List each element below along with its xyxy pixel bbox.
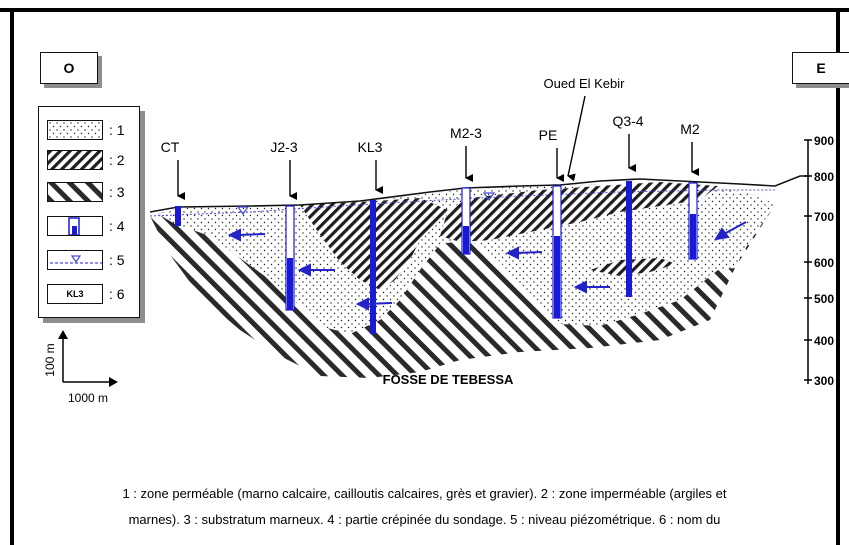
legend-number: : 2 bbox=[109, 152, 125, 168]
east-label: E bbox=[816, 60, 826, 76]
borehole-swatch-icon bbox=[47, 216, 103, 236]
borehole-label: KL3 bbox=[358, 139, 383, 155]
borehole-label: CT bbox=[161, 139, 180, 155]
flow-arrows bbox=[227, 221, 747, 311]
flow-arrow-icon bbox=[227, 228, 266, 242]
legend-item-piezometric: : 5 bbox=[47, 249, 125, 271]
borehole-m2 bbox=[688, 182, 698, 260]
legend-number: : 3 bbox=[109, 184, 125, 200]
borehole-label: J2-3 bbox=[270, 139, 297, 155]
name-box-swatch: KL3 bbox=[47, 284, 103, 304]
borehole-kl3 bbox=[370, 200, 376, 334]
flow-arrow-icon bbox=[714, 221, 747, 241]
legend-item-name: KL3 : 6 bbox=[47, 283, 125, 305]
vertical-scale-label: 100 m bbox=[43, 343, 57, 376]
flow-arrow-icon bbox=[355, 297, 393, 311]
piezometric-line-icon bbox=[47, 250, 103, 270]
elevation-tick: 900 bbox=[814, 134, 834, 148]
borehole-label: M2-3 bbox=[450, 125, 482, 141]
legend-number: : 1 bbox=[109, 122, 125, 138]
east-orientation-box: E bbox=[792, 52, 849, 84]
west-label: O bbox=[63, 60, 75, 76]
legend-number: : 6 bbox=[109, 286, 125, 302]
ground-surface bbox=[149, 175, 808, 213]
legend-item-borehole: : 4 bbox=[47, 215, 125, 237]
piezometric-marker-icon bbox=[236, 206, 250, 216]
elevation-axis bbox=[804, 139, 812, 384]
river-label: Oued El Kebir bbox=[544, 76, 626, 91]
borehole-ct bbox=[175, 206, 181, 226]
dots-swatch bbox=[47, 120, 103, 140]
elevation-tick: 600 bbox=[814, 256, 834, 270]
borehole-label: M2 bbox=[680, 121, 700, 137]
wide-hatch-swatch bbox=[47, 182, 103, 202]
basin-label: FOSSE DE TEBESSA bbox=[383, 372, 514, 387]
caption-line-1: 1 : zone perméable (marno calcaire, cail… bbox=[122, 486, 727, 501]
borehole-q3-4 bbox=[626, 181, 632, 297]
horizontal-scale-label: 1000 m bbox=[68, 391, 108, 405]
impermeable-lens bbox=[590, 258, 676, 276]
scale-bar bbox=[58, 330, 118, 387]
borehole-label-arrows bbox=[177, 95, 699, 200]
elevation-tick: 400 bbox=[814, 334, 834, 348]
caption-line-2: marnes). 3 : substratum marneux. 4 : par… bbox=[128, 512, 721, 527]
borehole-label: Q3-4 bbox=[612, 113, 643, 129]
legend-number: : 5 bbox=[109, 252, 125, 268]
borehole-pe bbox=[552, 185, 562, 319]
elevation-tick: 500 bbox=[814, 292, 834, 306]
legend-number: : 4 bbox=[109, 218, 125, 234]
legend-item-impermeable: : 2 bbox=[47, 149, 125, 171]
flow-arrow-icon bbox=[573, 280, 610, 294]
borehole-m2-3 bbox=[461, 187, 471, 255]
dense-hatch-swatch bbox=[47, 150, 103, 170]
elevation-tick: 300 bbox=[814, 374, 834, 388]
piezometric-line bbox=[149, 189, 775, 217]
arrow-right-icon bbox=[109, 377, 118, 387]
elevation-tick: 700 bbox=[814, 210, 834, 224]
west-orientation-box: O bbox=[40, 52, 98, 84]
legend: : 1 : 2 : 3 : 4 : 5 KL3 : 6 bbox=[38, 106, 140, 318]
elevation-tick: 800 bbox=[814, 170, 834, 184]
flow-arrow-icon bbox=[297, 263, 335, 277]
borehole-j2-3 bbox=[285, 205, 295, 311]
legend-item-permeable: : 1 bbox=[47, 119, 125, 141]
borehole-label: PE bbox=[539, 127, 558, 143]
arrow-up-icon bbox=[58, 330, 68, 339]
legend-item-substratum: : 3 bbox=[47, 181, 125, 203]
flow-arrow-icon bbox=[505, 246, 543, 260]
piezometric-marker-icon bbox=[482, 192, 496, 202]
